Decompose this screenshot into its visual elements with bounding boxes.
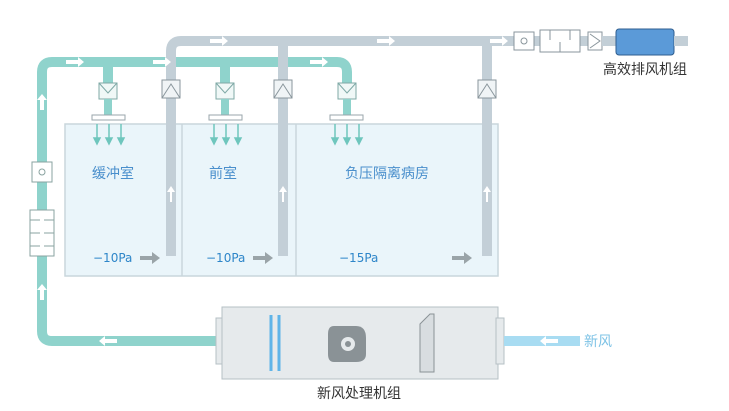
exhaust-valve-icon [161,79,497,99]
supply-air-handling-unit [215,306,505,380]
fresh-air-label: 新风 [584,334,612,350]
room-pressure-isolation-ward: −15Pa [339,251,378,265]
pressure-arrows [140,252,472,264]
exhaust-inline-components [513,28,688,56]
room-pressure-anteroom: −10Pa [206,251,245,265]
supply-unit-label: 新风处理机组 [317,386,401,402]
exhaust-duct [166,36,620,256]
supply-down-arrows [92,124,364,146]
filter-icon [29,209,55,257]
fresh-air-inlet [504,336,580,346]
fan-icon [328,326,366,362]
room-name-buffer: 缓冲室 [92,165,134,182]
exhaust-up-arrows [167,186,491,202]
supply-duct [37,57,352,346]
room-name-isolation-ward: 负压隔离病房 [345,165,429,182]
supply-diffuser-icon [91,82,364,121]
flow-arrows [37,36,508,346]
room-name-anteroom: 前室 [209,165,237,182]
fan-icon [615,28,688,56]
room-pressure-buffer: −10Pa [93,251,132,265]
supply-inline-components [29,161,55,257]
exhaust-unit-label: 高效排风机组 [603,61,687,78]
